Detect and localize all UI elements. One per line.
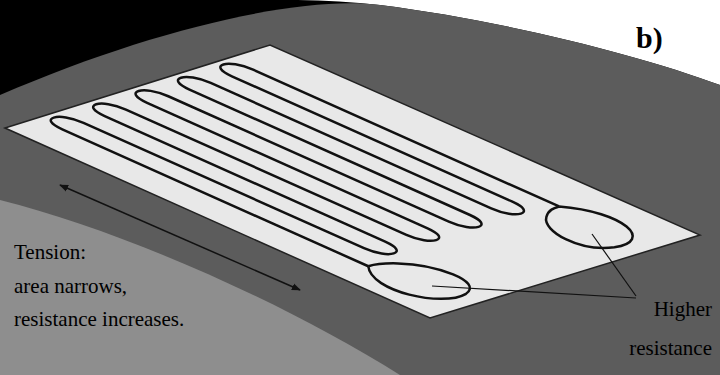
leader-line [592,234,636,296]
gauge-grid [27,56,652,306]
solder-pad [353,254,485,306]
solder-pad [520,202,652,254]
panel-label: b) [636,20,663,56]
leader-line [432,286,636,298]
tension-note: Tension: area narrows, resistance increa… [14,236,184,337]
curved-surface [0,3,720,375]
resistance-note: Higher resistance [629,290,712,368]
serpentine-wire [43,61,559,266]
